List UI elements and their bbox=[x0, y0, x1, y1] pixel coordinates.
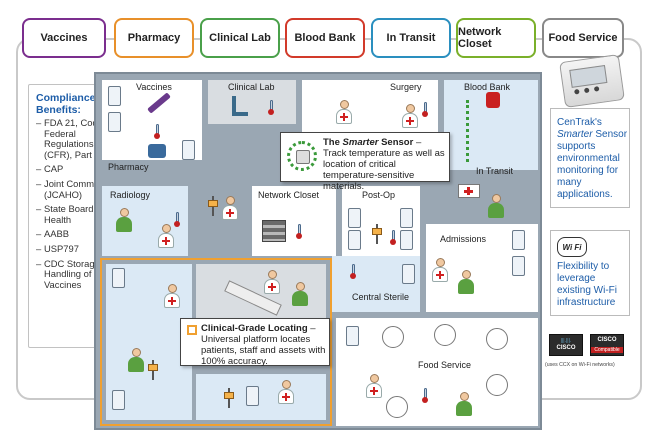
room-admissions[interactable]: Admissions bbox=[426, 224, 538, 312]
room-network-closet[interactable]: Network Closet bbox=[252, 186, 336, 256]
transit-box-icon bbox=[458, 184, 480, 198]
room-ward[interactable] bbox=[106, 264, 192, 420]
compliance-item: USP797 bbox=[36, 243, 122, 255]
thermometer-icon bbox=[422, 102, 428, 118]
microscope-icon bbox=[232, 96, 248, 116]
room-food-service[interactable]: Food Service bbox=[336, 318, 538, 426]
locating-zone[interactable] bbox=[100, 258, 332, 426]
compliance-panel: Compliance Benefits: FDA 21, Code of Fed… bbox=[28, 84, 118, 344]
room-ward-lower[interactable] bbox=[196, 374, 326, 420]
tab-food-service[interactable]: Food Service bbox=[542, 18, 624, 58]
thermometer-icon bbox=[390, 230, 396, 246]
tab-label: Blood Bank bbox=[294, 32, 356, 44]
tab-label: In Transit bbox=[386, 32, 436, 44]
pills-icon bbox=[148, 144, 166, 158]
orange-square-icon bbox=[187, 325, 197, 335]
wifi-panel: Wi Fi Flexibility to leverage existing W… bbox=[550, 230, 630, 316]
compliance-item: AABB bbox=[36, 229, 122, 240]
compliance-item: CDC Storage & Handling of Vaccines bbox=[36, 258, 122, 291]
cisco-badge-2: CISCO Compatible bbox=[590, 334, 624, 356]
tab-label: Clinical Lab bbox=[209, 32, 271, 44]
thermometer-icon bbox=[268, 100, 274, 116]
tab-label: Vaccines bbox=[40, 32, 88, 44]
room-label: Radiology bbox=[110, 190, 151, 200]
sensor-device-icon bbox=[559, 54, 625, 108]
tab-pharmacy[interactable]: Pharmacy bbox=[114, 18, 194, 58]
room-label: Admissions bbox=[440, 234, 487, 244]
room-label: Clinical Lab bbox=[228, 82, 275, 92]
tab-network-closet[interactable]: Network Closet bbox=[456, 18, 536, 58]
floor-plan: Vaccines Clinical Lab Surgery Blood Bank… bbox=[94, 72, 542, 430]
sensor-text-em: Smarter bbox=[557, 129, 593, 140]
smarter-strong: The Smarter Sensor bbox=[323, 137, 413, 148]
server-icon bbox=[262, 220, 286, 242]
sensor-panel-text: CenTrak's Smarter Sensor supports enviro… bbox=[557, 117, 629, 201]
room-label: Central Sterile bbox=[352, 292, 410, 302]
room-in-transit[interactable]: In Transit bbox=[426, 162, 538, 220]
tab-label: Network Closet bbox=[458, 26, 502, 50]
room-label: Post-Op bbox=[362, 190, 396, 200]
thermometer-icon bbox=[154, 124, 160, 140]
cisco-badge-1-text: CISCO bbox=[556, 345, 576, 351]
corridor-left bbox=[192, 186, 244, 256]
cisco-caption: (uses CCX on Wi-Fi networks) bbox=[545, 362, 615, 368]
room-pharmacy[interactable]: Pharmacy bbox=[102, 134, 152, 178]
locating-rest: – Universal platform locates patients, s… bbox=[201, 323, 326, 367]
smarter-strong-em: Smarter bbox=[342, 137, 379, 148]
smarter-sensor-text: The Smarter Sensor – Track temperature a… bbox=[323, 137, 447, 192]
compliance-item: Joint Commission (JCAHO) bbox=[36, 178, 122, 200]
room-label: Food Service bbox=[418, 360, 472, 370]
room-label: Surgery bbox=[390, 82, 422, 92]
room-blood-bank[interactable]: Blood Bank bbox=[444, 80, 538, 170]
tab-blood-bank[interactable]: Blood Bank bbox=[285, 18, 365, 58]
room-central-sterile[interactable]: Central Sterile bbox=[332, 256, 420, 312]
tab-in-transit[interactable]: In Transit bbox=[371, 18, 451, 58]
cisco-badge-1: |||.|||. CISCO bbox=[549, 334, 583, 356]
room-label: Vaccines bbox=[136, 82, 172, 92]
tab-clinical-lab[interactable]: Clinical Lab bbox=[200, 18, 280, 58]
room-label: Blood Bank bbox=[464, 82, 511, 92]
compliance-title: Compliance Benefits: bbox=[36, 92, 96, 116]
room-clinical-lab[interactable]: Clinical Lab bbox=[208, 80, 296, 124]
cisco-badge-2-text: CISCO bbox=[597, 337, 617, 343]
room-label: Network Closet bbox=[258, 190, 320, 200]
compliance-item: State Board of Health bbox=[36, 203, 122, 225]
room-label: In Transit bbox=[476, 166, 514, 176]
compliance-list: FDA 21, Code of Federal Regulations (CFR… bbox=[36, 117, 122, 294]
locating-strong: Clinical-Grade Locating bbox=[201, 323, 308, 334]
thermometer-icon bbox=[350, 264, 356, 280]
smarter-sensor-callout: The Smarter Sensor – Track temperature a… bbox=[280, 132, 450, 192]
compliance-item: CAP bbox=[36, 164, 122, 175]
smarter-strong-pre: The bbox=[323, 137, 343, 148]
thermometer-icon bbox=[296, 224, 302, 240]
room-label: Pharmacy bbox=[108, 162, 149, 172]
sensor-text-post: Sensor supports environmental monitoring… bbox=[557, 129, 628, 200]
compliance-item: FDA 21, Code of Federal Regulations (CFR… bbox=[36, 117, 122, 160]
smarter-strong-post: Sensor bbox=[378, 137, 414, 148]
thermometer-icon bbox=[174, 212, 180, 228]
room-post-op[interactable]: Post-Op bbox=[342, 186, 420, 256]
sensor-panel: CenTrak's Smarter Sensor supports enviro… bbox=[550, 108, 630, 208]
smarter-rest: – Track temperature as well as location … bbox=[323, 137, 445, 192]
tab-label: Food Service bbox=[548, 32, 618, 44]
syringe-icon bbox=[147, 92, 171, 114]
thermometer-icon bbox=[422, 388, 428, 404]
locating-callout: Clinical-Grade Locating – Universal plat… bbox=[180, 318, 330, 367]
cisco-badge-2-sub: Compatible bbox=[591, 347, 623, 353]
wifi-logo: Wi Fi bbox=[557, 237, 587, 257]
tab-vaccines[interactable]: Vaccines bbox=[22, 18, 106, 58]
sensor-text-pre: CenTrak's bbox=[557, 117, 602, 128]
tab-label: Pharmacy bbox=[127, 32, 181, 44]
room-radiology[interactable]: Radiology bbox=[102, 186, 188, 256]
blood-bag-icon bbox=[486, 92, 500, 108]
dotted-path bbox=[466, 100, 469, 162]
locating-text: Clinical-Grade Locating – Universal plat… bbox=[201, 323, 327, 367]
wifi-panel-text: Flexibility to leverage existing Wi-Fi i… bbox=[557, 261, 618, 308]
sensor-cycle-icon bbox=[287, 141, 317, 171]
